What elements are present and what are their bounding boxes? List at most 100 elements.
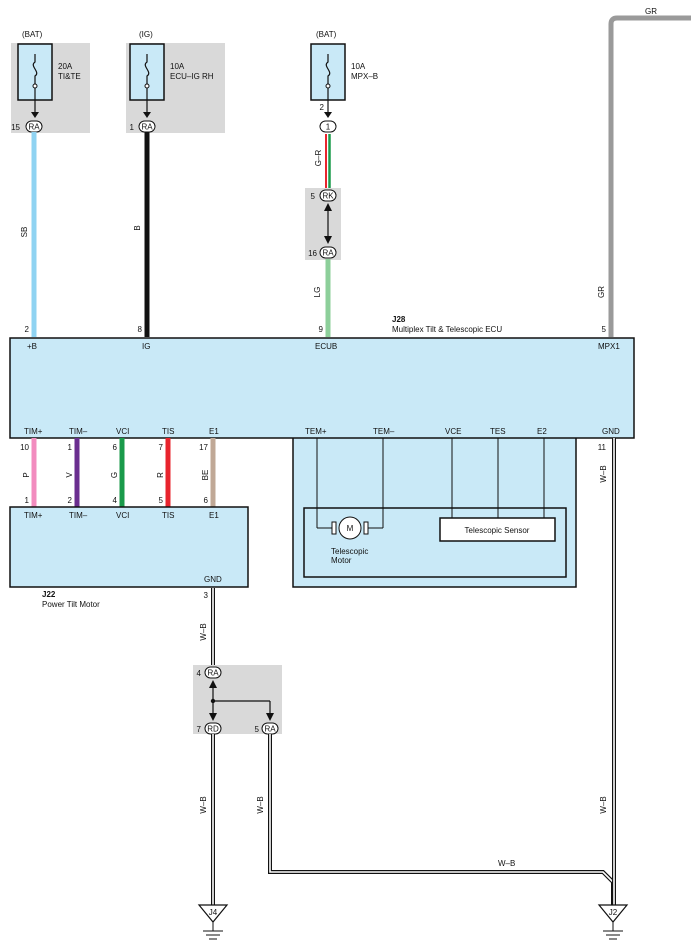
fuse-mpx-b: (BAT) 10A MPX–B 2 1 — [310, 30, 378, 133]
junction-rk-ra: RK 5 RA 16 — [305, 188, 341, 260]
link-ecu-pin-2: 1 — [68, 443, 73, 452]
tilt-motor-box — [9, 506, 249, 588]
link-ecu-pin-4: 7 — [159, 443, 164, 452]
j4-wire-label: W–B — [199, 796, 208, 813]
telescopic-motor-label: Telescopic — [331, 547, 368, 556]
telescopic-sensor — [439, 517, 556, 542]
ecu-term-tem-plus: TEM+ — [305, 427, 327, 436]
ecu-j28-box — [9, 337, 635, 439]
svg-text:M: M — [347, 524, 354, 533]
link-color-label-1: P — [22, 472, 31, 477]
motor-term-tis: TIS — [162, 511, 174, 520]
ecu-term-vci: VCI — [116, 427, 129, 436]
ecu-id: J28 — [392, 315, 406, 324]
link-color-label-5: BE — [201, 470, 210, 481]
fuse-3-source: (BAT) — [316, 30, 337, 39]
svg-text:5: 5 — [311, 192, 316, 201]
motor-brush-right — [363, 521, 369, 535]
link-ecu-pin-3: 6 — [113, 443, 118, 452]
link-motor-pin-1: 1 — [25, 496, 30, 505]
link-ecu-pin-1: 10 — [20, 443, 29, 452]
link-motor-pin-4: 5 — [159, 496, 164, 505]
ecu-term-tim-minus: TIM– — [69, 427, 88, 436]
wire-gr — [608, 15, 691, 337]
motor-term-tim-plus: TIM+ — [24, 511, 43, 520]
motor-pin-3: 3 — [204, 591, 209, 600]
svg-text:RA: RA — [207, 669, 219, 678]
j2-wire-label: W–B — [599, 796, 608, 813]
wire-gr-label-top: GR — [645, 7, 657, 16]
ecu-term-tis: TIS — [162, 427, 174, 436]
motor-term-gnd: GND — [204, 575, 222, 584]
ecu-term-tes: TES — [490, 427, 506, 436]
tilt-motor-name: Power Tilt Motor — [42, 600, 100, 609]
ecu-gnd-wire-label: W–B — [599, 465, 608, 482]
pin-15: 15 — [11, 123, 20, 132]
connector-1 — [319, 120, 337, 133]
ecu-term-tim-plus: TIM+ — [24, 427, 43, 436]
motor-gnd-wire-label: W–B — [199, 623, 208, 640]
link-motor-pin-5: 6 — [204, 496, 209, 505]
fuse-1-symbol — [32, 54, 38, 84]
ecu-term-e1: E1 — [209, 427, 219, 436]
j2-branch-wire-label: W–B — [256, 796, 265, 813]
motor-term-tim-minus: TIM– — [69, 511, 88, 520]
fuse-1-rating: 20A — [58, 62, 73, 71]
ecu-telescopic-section — [292, 436, 577, 588]
fuse-3-symbol — [325, 54, 331, 84]
svg-text:RA: RA — [322, 249, 334, 258]
fuse-2-rating: 10A — [170, 62, 185, 71]
svg-text:4: 4 — [197, 669, 202, 678]
motor-term-e1: E1 — [209, 511, 219, 520]
svg-text:RA: RA — [264, 725, 276, 734]
ecu-term-vce: VCE — [445, 427, 461, 436]
ecu-term-tem-minus: TEM– — [373, 427, 395, 436]
link-color-label-3: G — [110, 472, 119, 478]
telescopic-motor-symbol — [338, 516, 362, 540]
fuse-3-name: MPX–B — [351, 72, 378, 81]
tilt-motor-id: J22 — [42, 590, 56, 599]
ecu-term-mpx1: MPX1 — [598, 342, 620, 351]
svg-text:1: 1 — [326, 123, 331, 132]
telescopic-sensor-label: Telescopic Sensor — [465, 526, 530, 535]
ground-j4: J4 — [197, 904, 229, 940]
wire-b-label: B — [133, 225, 142, 230]
ecu-name: Multiplex Tilt & Telescopic ECU — [392, 325, 502, 334]
ecu-term-gnd: GND — [602, 427, 620, 436]
svg-text:J2: J2 — [609, 908, 618, 917]
pin-2: 2 — [320, 103, 325, 112]
svg-text:Motor: Motor — [331, 556, 352, 565]
fuse-2-name: ECU–IG RH — [170, 72, 214, 81]
ground-wiring: 3 W–B RA 4 RD 7 RA 5 W–B W–B W–B 11 W–B — [193, 438, 616, 905]
ground-j2: J2 — [597, 904, 629, 940]
wire-g-r-label: G–R — [314, 150, 323, 167]
telescopic-inner-box — [303, 507, 567, 578]
link-color-label-4: R — [156, 472, 165, 478]
link-color-label-2: V — [65, 472, 74, 478]
svg-text:RA: RA — [28, 123, 40, 132]
fuse-ti-te: (BAT) 20A TI&TE RA 15 — [11, 30, 90, 133]
motor-brush-left — [331, 521, 337, 535]
wire-lg-label: LG — [313, 287, 322, 298]
ecu-term-plus-b: +B — [27, 342, 37, 351]
wire-sb-label: SB — [20, 227, 29, 238]
ecu-pin-2: 2 — [25, 325, 30, 334]
ecu-pin-8: 8 — [138, 325, 143, 334]
fuse-ecu-ig-rh: (IG) 10A ECU–IG RH RA 1 — [126, 30, 225, 133]
ecu-term-ecub: ECUB — [315, 342, 337, 351]
fuse-2-source: (IG) — [139, 30, 153, 39]
ecu-pin-11: 11 — [598, 443, 607, 452]
ecu-term-ig: IG — [142, 342, 150, 351]
link-motor-pin-2: 2 — [68, 496, 73, 505]
wire-gr-label: GR — [597, 286, 606, 298]
horizontal-wire-label: W–B — [498, 859, 515, 868]
svg-text:RK: RK — [322, 192, 334, 201]
fuse-1-terminal — [32, 83, 38, 89]
svg-text:RA: RA — [141, 123, 153, 132]
link-ecu-pin-5: 17 — [199, 443, 208, 452]
fuse-1-name: TI&TE — [58, 72, 81, 81]
motor-term-vci: VCI — [116, 511, 129, 520]
svg-text:5: 5 — [255, 725, 260, 734]
